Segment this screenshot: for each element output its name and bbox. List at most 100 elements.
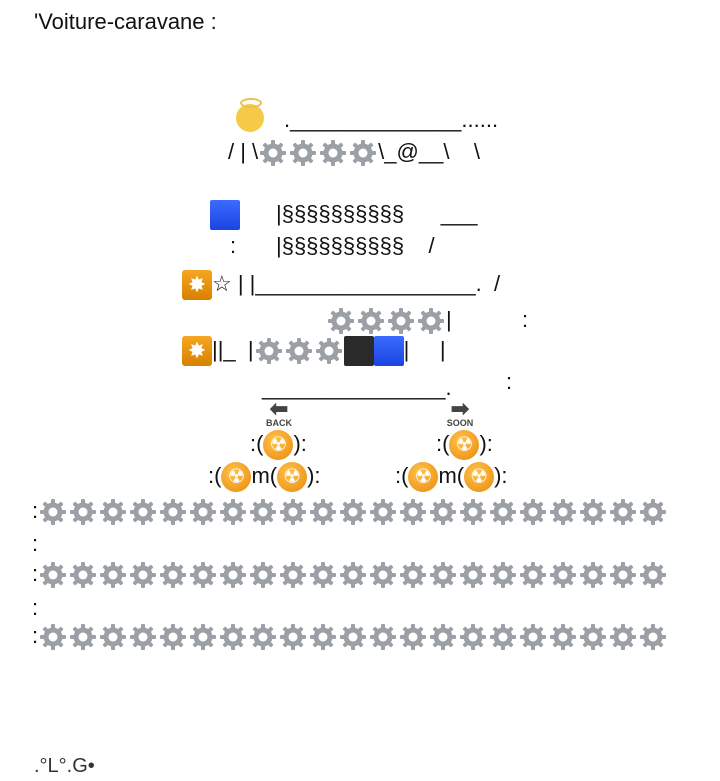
back-arrow-icon: ⬅BACK	[266, 396, 292, 429]
radioactive-icon: ☢	[263, 430, 294, 461]
gear-icon	[638, 497, 668, 527]
art-line: :	[32, 531, 39, 556]
gear-icon	[188, 560, 218, 590]
gear-icon	[218, 560, 248, 590]
gear-icon	[548, 497, 578, 527]
gear-icon	[548, 560, 578, 590]
gear-icon	[188, 622, 218, 652]
gear-icon	[128, 622, 158, 652]
gear-icon	[98, 560, 128, 590]
gear-icon	[38, 560, 68, 590]
gear-icon	[288, 138, 318, 168]
gear-icon	[318, 138, 348, 168]
gear-icon	[428, 497, 458, 527]
art-line: :	[230, 233, 237, 258]
gear-icon	[368, 497, 398, 527]
art-line: |§§§§§§§§§§ ___	[276, 201, 478, 226]
gear-icon	[128, 560, 158, 590]
gear-icon	[308, 560, 338, 590]
blue-square-icon	[373, 336, 404, 367]
gear-icon	[158, 560, 188, 590]
art-line: |§§§§§§§§§§ /	[276, 233, 435, 258]
gear-icon	[284, 336, 314, 366]
radioactive-icon: ☢	[449, 430, 480, 461]
wheel-bottom-left: :(☢m(☢):	[208, 462, 321, 493]
gear-icon	[68, 622, 98, 652]
footer-signature: .°L°.G•	[34, 755, 95, 777]
gear-icon	[518, 560, 548, 590]
gear-icon	[338, 560, 368, 590]
radioactive-icon: ☢	[464, 462, 495, 493]
gear-icon	[518, 497, 548, 527]
gear-icon	[458, 622, 488, 652]
gear-icon	[578, 497, 608, 527]
gear-icon	[128, 497, 158, 527]
gear-icon	[278, 622, 308, 652]
gear-icon	[488, 560, 518, 590]
gear-icon	[348, 138, 378, 168]
gear-icon	[338, 497, 368, 527]
gear-icon	[518, 622, 548, 652]
wheel-top-right: :(☢):	[436, 430, 493, 461]
gear-icon	[248, 497, 278, 527]
gear-icon	[98, 497, 128, 527]
art-line: / | \\_@__\ \	[228, 138, 480, 168]
gear-icon	[548, 622, 578, 652]
art-line: _______________.	[262, 375, 452, 400]
gear-icon	[368, 560, 398, 590]
gear-icon	[638, 560, 668, 590]
gear-icon	[278, 560, 308, 590]
gear-icon	[38, 497, 68, 527]
radioactive-icon: ☢	[277, 462, 308, 493]
gear-icon	[254, 336, 284, 366]
gear-icon	[356, 306, 386, 336]
gear-icon	[38, 622, 68, 652]
gear-icon	[188, 497, 218, 527]
gear-icon	[248, 560, 278, 590]
gear-icon	[368, 622, 398, 652]
art-line: |	[326, 306, 452, 336]
gear-icon	[578, 622, 608, 652]
gear-icon	[416, 306, 446, 336]
gear-icon	[278, 497, 308, 527]
gear-icon	[488, 622, 518, 652]
gear-icon	[608, 622, 638, 652]
gear-row: :	[32, 497, 668, 527]
gear-icon	[458, 497, 488, 527]
gear-icon	[68, 497, 98, 527]
gear-icon	[258, 138, 288, 168]
gear-icon	[398, 497, 428, 527]
gear-row: :	[32, 560, 668, 590]
art-line: ✸||_ || |	[182, 336, 446, 367]
gear-icon	[308, 622, 338, 652]
gear-icon	[158, 622, 188, 652]
angel-icon	[236, 98, 264, 132]
burst-icon: ✸	[182, 270, 212, 301]
radioactive-icon: ☢	[221, 462, 252, 493]
gear-icon	[488, 497, 518, 527]
wheel-top-left: :(☢):	[250, 430, 307, 461]
gear-icon	[326, 306, 356, 336]
gear-icon	[398, 560, 428, 590]
art-line: ✸☆ | |__________________. /	[182, 270, 500, 301]
gear-icon	[218, 497, 248, 527]
art-line: :	[32, 595, 39, 620]
gear-icon	[638, 622, 668, 652]
gear-icon	[608, 497, 638, 527]
burst-icon: ✸	[182, 336, 212, 367]
art-line: .______________......	[284, 107, 499, 132]
gear-icon	[308, 497, 338, 527]
gear-icon	[314, 336, 344, 366]
gear-icon	[158, 497, 188, 527]
gear-icon	[338, 622, 368, 652]
art-line: :	[522, 307, 529, 332]
gear-icon	[428, 622, 458, 652]
soon-arrow-icon: ➡SOON	[446, 396, 474, 429]
gear-icon	[608, 560, 638, 590]
gear-icon	[578, 560, 608, 590]
gear-icon	[68, 560, 98, 590]
gear-icon	[398, 622, 428, 652]
gear-row: :	[32, 622, 668, 652]
gear-icon	[428, 560, 458, 590]
radioactive-icon: ☢	[408, 462, 439, 493]
